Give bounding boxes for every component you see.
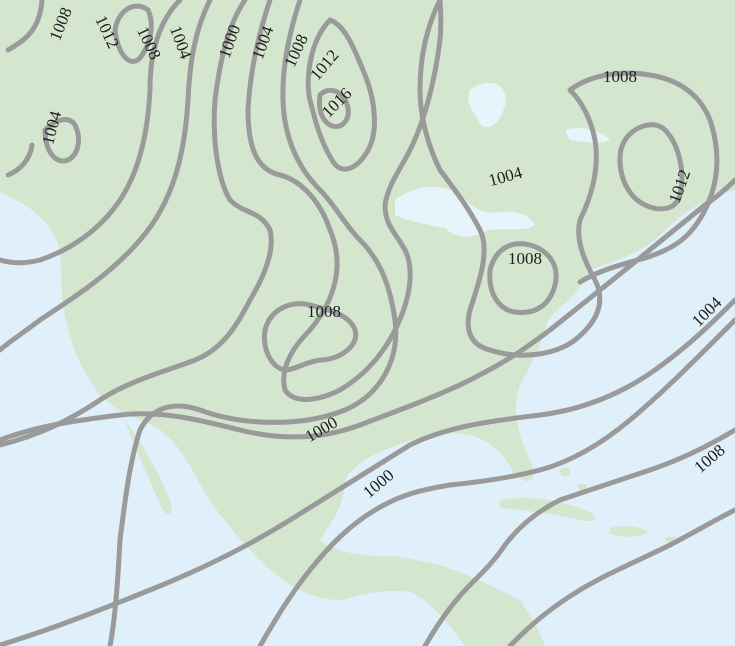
isobar-line <box>507 507 735 646</box>
isobar-line <box>42 117 81 164</box>
isobar-line <box>0 177 735 443</box>
isobar-line <box>5 142 35 178</box>
isobar-line <box>261 301 359 373</box>
isobar-line <box>0 0 183 266</box>
hispaniola-island <box>610 525 648 537</box>
isobar-line <box>257 317 735 646</box>
great-lakes <box>395 186 535 237</box>
isobar-label: 1008 <box>508 249 542 268</box>
florida-peninsula <box>502 430 530 482</box>
isobar-line <box>317 88 351 129</box>
hudson-bay <box>468 82 506 128</box>
isobar-line <box>422 427 735 646</box>
isobar-line <box>305 17 377 172</box>
isobar-line <box>5 0 45 53</box>
isobar-line <box>0 297 735 646</box>
isobar-line <box>0 0 274 448</box>
isobar-label: 1008 <box>307 302 341 321</box>
hudson-strait <box>565 128 610 143</box>
isobar-line <box>112 3 154 64</box>
isobar-label: 1008 <box>603 67 637 86</box>
isobar-line <box>617 122 685 212</box>
isobar-line <box>0 0 213 353</box>
isobar-line <box>487 241 559 316</box>
bahamas-islands <box>560 467 588 491</box>
isobar-line <box>245 0 444 402</box>
isobar-line <box>107 0 399 646</box>
isobar-line <box>417 0 720 358</box>
